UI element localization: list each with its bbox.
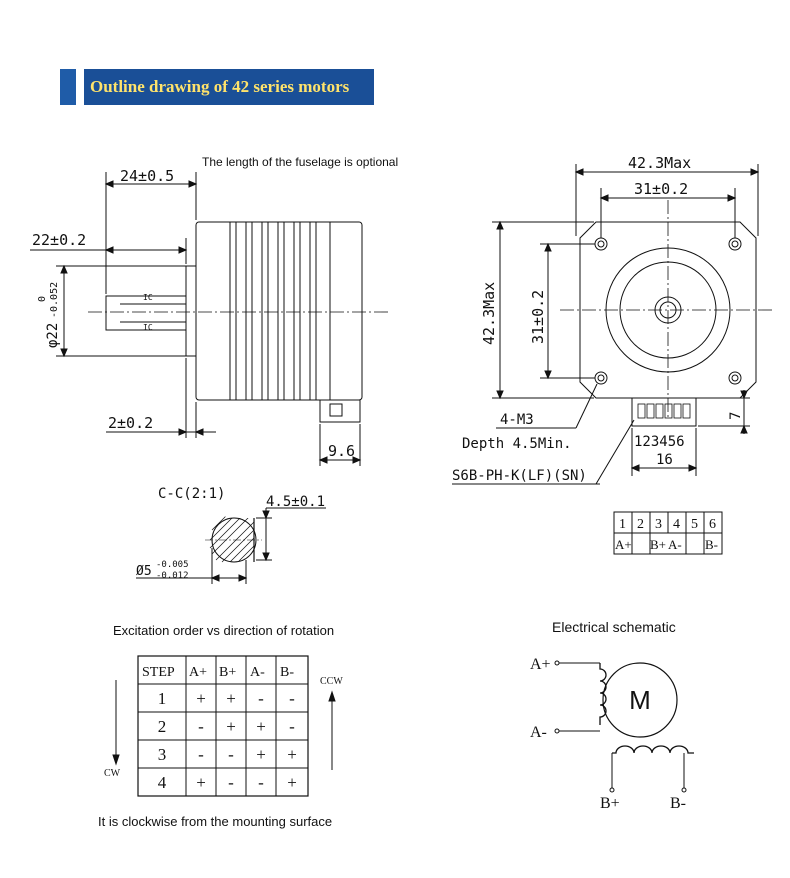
- a-minus-header: A-: [250, 665, 265, 680]
- step-header: STEP: [142, 665, 175, 680]
- motor-label: M: [629, 685, 651, 715]
- dim-16: 16: [656, 452, 673, 468]
- cell-2-b-plus: +: [226, 717, 236, 736]
- front-view: 42.3Max 31±0.2 42.3Max 31±0.2 4-M3 Depth…: [452, 154, 772, 485]
- step-4: 4: [158, 773, 167, 792]
- side-view: The length of the fuselage is optional I…: [30, 155, 398, 466]
- dim-22: 22±0.2: [32, 231, 86, 249]
- shaft-mark-bottom: IC: [143, 323, 153, 332]
- motor-body: [195, 221, 363, 401]
- cell-1-b-minus: -: [289, 689, 295, 708]
- cell-4-b-minus: +: [287, 773, 297, 792]
- ccw-label: CCW: [320, 676, 343, 687]
- dim-phi22: φ22: [45, 323, 61, 348]
- dim-31-side: 31±0.2: [529, 290, 547, 344]
- dim-9-6: 9.6: [328, 442, 355, 460]
- pin-signal-4: A-: [668, 537, 682, 552]
- depth-spec: Depth 4.5Min.: [462, 436, 572, 452]
- dim-4-5: 4.5±0.1: [266, 494, 325, 510]
- cell-3-a-plus: -: [198, 745, 204, 764]
- dim-7: 7: [728, 412, 744, 420]
- excitation-section: Excitation order vs direction of rotatio…: [98, 623, 343, 829]
- b-plus-label: B+: [600, 795, 620, 812]
- pin-signal-3: B+: [650, 537, 666, 552]
- b-minus-label: B-: [670, 795, 686, 812]
- page-title: Outline drawing of 42 series motors: [90, 77, 350, 96]
- cell-4-b-plus: -: [228, 773, 234, 792]
- cell-3-b-minus: +: [287, 745, 297, 764]
- cell-1-b-plus: +: [226, 689, 236, 708]
- shaft: [105, 295, 187, 331]
- electrical-schematic: Electrical schematic A+ A- M B+ B-: [530, 619, 694, 812]
- motor-symbol: [602, 662, 678, 738]
- coil-b: [612, 745, 694, 754]
- shaft-mark-top: IC: [143, 293, 153, 302]
- cell-2-b-minus: -: [289, 717, 295, 736]
- step-1: 1: [158, 689, 167, 708]
- dim-phi5-tol-low: -0.012: [156, 571, 189, 581]
- dim-phi5-tol-up: -0.005: [156, 560, 189, 570]
- b-plus-header: B+: [219, 665, 236, 680]
- connector-spec: S6B-PH-K(LF)(SN): [452, 468, 587, 484]
- cw-label: CW: [104, 768, 121, 779]
- pin-num-2: 2: [637, 517, 644, 532]
- pin-table: 1 2 3 4 5 6 A+ B+ A- B-: [613, 511, 723, 555]
- coil-a: [599, 663, 607, 725]
- dim-phi22-tol-low: -0.052: [49, 282, 60, 318]
- pin-num-5: 5: [691, 517, 698, 532]
- screw-spec: 4-M3: [500, 412, 534, 428]
- cell-1-a-plus: +: [196, 689, 206, 708]
- a-plus-label: A+: [530, 656, 551, 673]
- cell-2-a-minus: +: [256, 717, 266, 736]
- title-banner-accent: [60, 69, 76, 105]
- step-2: 2: [158, 717, 167, 736]
- connector-front: [631, 397, 697, 427]
- boss: [185, 265, 197, 357]
- b-minus-terminal: [681, 787, 687, 793]
- title-banner: [84, 69, 374, 105]
- cell-2-a-plus: -: [198, 717, 204, 736]
- section-view: C-C(2:1) 4.5±0.1 Ø5 -0.005 -0.012: [136, 486, 326, 584]
- cell-3-a-minus: +: [256, 745, 266, 764]
- dim-42-3-top: 42.3Max: [628, 154, 691, 172]
- cell-4-a-plus: +: [196, 773, 206, 792]
- pin-numbers: 123456: [634, 434, 685, 450]
- dim-42-3-side: 42.3Max: [480, 282, 498, 345]
- dim-24: 24±0.5: [120, 167, 174, 185]
- a-minus-terminal: [554, 728, 560, 734]
- fuselage-note: The length of the fuselage is optional: [202, 155, 398, 169]
- b-minus-header: B-: [280, 665, 294, 680]
- dim-phi22-tol-up: 0: [37, 296, 48, 302]
- pin-num-1: 1: [619, 517, 626, 532]
- pin-num-4: 4: [673, 517, 680, 532]
- cell-3-b-plus: -: [228, 745, 234, 764]
- b-plus-terminal: [609, 787, 615, 793]
- a-plus-header: A+: [189, 665, 207, 680]
- pin-signal-1: A+: [615, 537, 632, 552]
- cell-1-a-minus: -: [258, 689, 264, 708]
- pin-num-6: 6: [709, 517, 716, 532]
- excitation-title: Excitation order vs direction of rotatio…: [113, 623, 334, 638]
- a-minus-label: A-: [530, 724, 547, 741]
- step-3: 3: [158, 745, 167, 764]
- dim-2: 2±0.2: [108, 414, 153, 432]
- electrical-title: Electrical schematic: [552, 619, 676, 635]
- pin-signal-6: B-: [705, 537, 718, 552]
- a-plus-terminal: [554, 660, 560, 666]
- cooling-fins: [229, 222, 331, 400]
- section-label: C-C(2:1): [158, 486, 225, 502]
- pin-num-3: 3: [655, 517, 662, 532]
- dim-31-top: 31±0.2: [634, 180, 688, 198]
- dim-phi5: Ø5: [136, 564, 152, 579]
- cell-4-a-minus: -: [258, 773, 264, 792]
- clockwise-note: It is clockwise from the mounting surfac…: [98, 814, 332, 829]
- connector-side: [319, 399, 361, 423]
